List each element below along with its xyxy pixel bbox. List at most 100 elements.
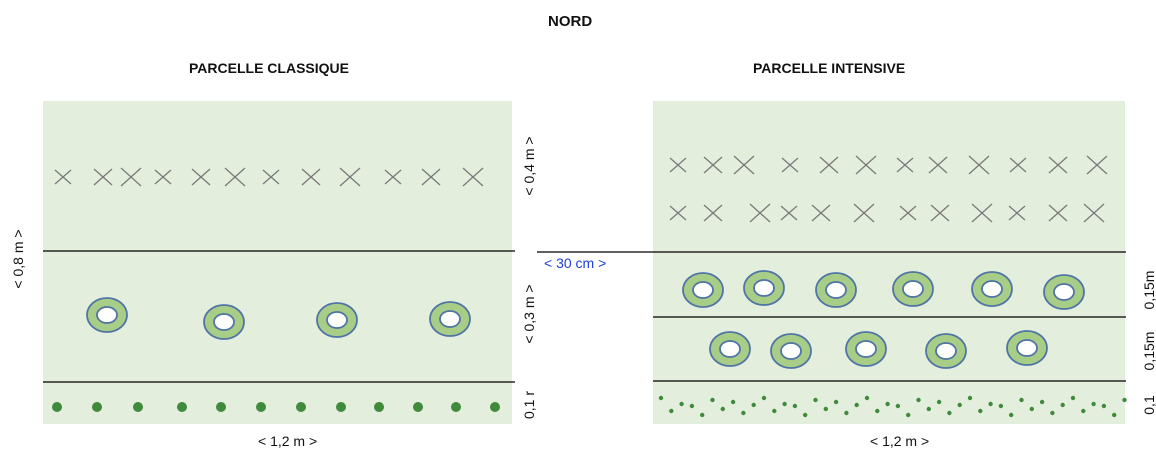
seed-dot-icon	[700, 412, 705, 418]
classic-height-label: < 0,8 m >	[10, 229, 26, 289]
plant-ring-icon	[743, 270, 785, 306]
classic-top-band-label: < 0,4 m >	[521, 136, 537, 196]
seed-dot-icon	[947, 410, 952, 416]
seed-dot-icon	[761, 395, 767, 401]
seed-dot-icon	[998, 403, 1004, 409]
seed-dot-icon	[844, 410, 849, 416]
plant-ring-icon	[1006, 330, 1048, 366]
classic-plot-title: PARCELLE CLASSIQUE	[189, 60, 349, 76]
seedling-cross-icon	[855, 155, 877, 175]
plant-rings	[86, 270, 1085, 369]
plant-ring-icon	[815, 272, 857, 308]
seed-dot-icon	[782, 401, 787, 407]
seedling-cross-icon	[749, 203, 771, 223]
seedling-cross-icon	[262, 169, 280, 185]
seed-dot-icon	[792, 403, 798, 409]
seedling-cross-icon	[968, 155, 990, 175]
seedling-cross-icon	[120, 167, 142, 187]
seed-dot-icon	[926, 406, 931, 412]
seedling-cross-icon	[930, 204, 950, 222]
seed-dot-icon	[854, 402, 859, 408]
seed-dot-icon	[864, 395, 870, 401]
seed-dot-icon	[710, 397, 715, 403]
seedling-crosses	[54, 155, 1108, 223]
seed-dot-icon	[906, 412, 911, 418]
plant-ring-icon	[682, 272, 724, 308]
seed-dot-icon	[1029, 406, 1035, 412]
seedling-cross-icon	[93, 168, 113, 186]
seed-dot-icon	[451, 402, 461, 412]
seedling-cross-icon	[811, 204, 831, 222]
seed-dot-icon	[1060, 402, 1065, 408]
classic-middle-band-label: < 0,3 m >	[521, 284, 537, 344]
plant-ring-icon	[770, 333, 812, 369]
seed-dot-icon	[1050, 410, 1055, 416]
seedling-cross-icon	[191, 168, 211, 186]
plant-ring-icon	[845, 331, 887, 367]
seed-dot-icon	[216, 402, 226, 412]
seedling-cross-icon	[899, 205, 917, 221]
seed-dot-icon	[967, 395, 973, 401]
seed-dot-icon	[1009, 412, 1014, 418]
classic-bottom-band-label: 0,1 r	[521, 391, 537, 420]
seedling-cross-icon	[896, 157, 914, 173]
plant-ring-icon	[429, 301, 471, 337]
seed-dot-icon	[751, 402, 756, 408]
seed-dot-icon	[679, 401, 684, 407]
seed-dot-icon	[988, 401, 993, 407]
seed-dot-icon	[256, 402, 266, 412]
plant-ring-icon	[203, 304, 245, 340]
seedling-cross-icon	[703, 204, 723, 222]
seed-dot-icon	[803, 412, 808, 418]
intensive-band1-label: 0,15m	[1141, 270, 1156, 310]
seed-dot-icon	[92, 402, 102, 412]
seedling-cross-icon	[669, 205, 687, 221]
seedling-cross-icon	[703, 156, 723, 174]
intensive-bottom-band-label: 0,1	[1141, 395, 1156, 415]
seed-dot-icon	[885, 401, 890, 407]
seedling-cross-icon	[1086, 155, 1108, 175]
seed-dot-icon	[1101, 403, 1107, 409]
classic-plot-area	[43, 101, 512, 424]
seedling-cross-icon	[853, 203, 875, 223]
seed-dot-icon	[1070, 395, 1076, 401]
classic-width-label: < 1,2 m >	[258, 433, 318, 449]
seed-dot-icon	[916, 397, 921, 403]
seedling-cross-icon	[1083, 203, 1105, 223]
seed-dot-icon	[490, 402, 500, 412]
seed-dot-icon	[833, 399, 839, 405]
seedling-cross-icon	[928, 156, 948, 174]
plant-ring-icon	[892, 271, 934, 307]
seedling-cross-icon	[1048, 156, 1068, 174]
seed-dot-icon	[669, 408, 674, 414]
seedling-cross-icon	[1009, 157, 1027, 173]
seedling-cross-icon	[224, 167, 246, 187]
plant-ring-icon	[316, 302, 358, 338]
seed-dot-icon	[895, 403, 901, 409]
seed-dot-icon	[772, 408, 777, 414]
plant-ring-icon	[925, 333, 967, 369]
seed-dot-icon	[823, 406, 828, 412]
seed-dot-icon	[689, 403, 695, 409]
seedling-cross-icon	[971, 203, 993, 223]
intensive-band2-label: 0,15m	[1141, 331, 1156, 371]
seed-dot-icon	[1112, 412, 1117, 418]
seedling-cross-icon	[1008, 205, 1026, 221]
seed-dot-icon	[374, 402, 384, 412]
seed-dot-icon	[978, 408, 983, 414]
seedling-cross-icon	[154, 169, 172, 185]
seed-dot-icon	[413, 402, 423, 412]
plant-ring-icon	[1043, 274, 1085, 310]
intensive-plot-area	[653, 101, 1125, 424]
seed-dot-icon	[1019, 397, 1024, 403]
seed-dot-icon	[52, 402, 62, 412]
seedling-cross-icon	[819, 156, 839, 174]
seed-dot-icon	[336, 402, 346, 412]
plant-ring-icon	[709, 331, 751, 367]
plant-ring-icon	[971, 271, 1013, 307]
seedling-cross-icon	[301, 168, 321, 186]
seed-dots	[52, 395, 1127, 418]
seed-dot-icon	[730, 399, 736, 405]
seedling-cross-icon	[462, 167, 484, 187]
